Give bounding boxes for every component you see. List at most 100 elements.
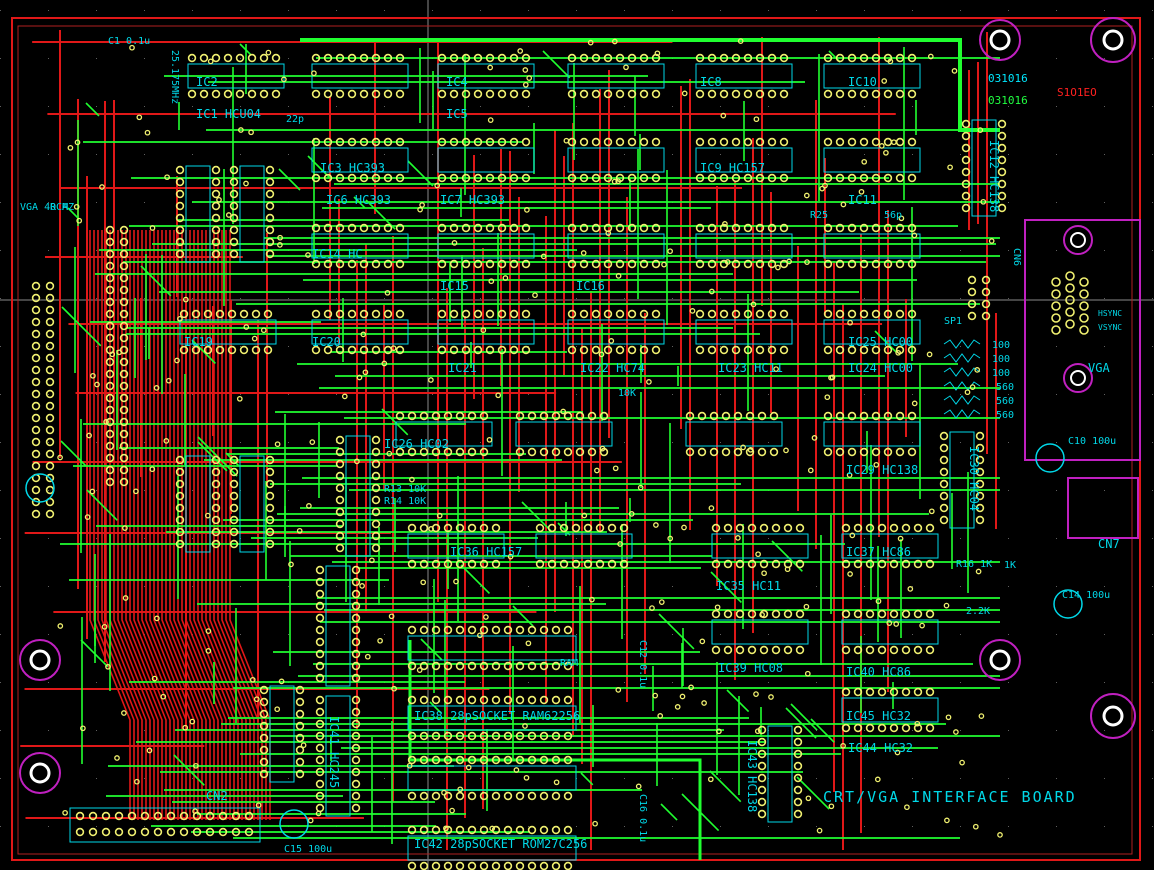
header-pad bbox=[981, 275, 991, 285]
header-pad bbox=[218, 827, 228, 837]
ic-pad bbox=[563, 731, 573, 741]
ic-pad bbox=[871, 89, 881, 99]
vga-mount-hole[interactable] bbox=[1063, 363, 1093, 393]
ic-pad bbox=[315, 743, 325, 753]
c14-body[interactable] bbox=[1053, 589, 1083, 619]
ic-body bbox=[239, 165, 265, 263]
header-pad bbox=[45, 305, 55, 315]
header-pad bbox=[119, 369, 129, 379]
mounting-hole[interactable] bbox=[1090, 17, 1136, 63]
ic-pad bbox=[179, 309, 189, 319]
via bbox=[522, 723, 528, 729]
via bbox=[243, 324, 250, 330]
via bbox=[969, 384, 976, 390]
via bbox=[708, 288, 715, 295]
ic-pad bbox=[479, 523, 489, 533]
ic-pad bbox=[707, 137, 717, 147]
ic-pad bbox=[695, 345, 705, 355]
ic-pad bbox=[747, 645, 757, 655]
header-pad bbox=[105, 453, 115, 463]
grid-dot bbox=[960, 538, 961, 539]
grid-dot bbox=[1152, 490, 1153, 491]
ic-pad bbox=[211, 455, 221, 465]
header-pad bbox=[114, 811, 124, 821]
via bbox=[207, 58, 214, 65]
c-left-body[interactable] bbox=[25, 473, 55, 503]
ic-pad bbox=[449, 89, 459, 99]
ic-pad bbox=[491, 695, 501, 705]
mounting-hole[interactable] bbox=[1090, 693, 1136, 739]
ic-pad bbox=[407, 825, 417, 835]
ic-label: IC9 HC157 bbox=[700, 161, 765, 175]
via bbox=[560, 408, 567, 415]
ic-pad bbox=[371, 471, 381, 481]
ic-pad bbox=[211, 515, 221, 525]
ic-pad bbox=[443, 731, 453, 741]
grid-dot bbox=[720, 634, 721, 635]
mounting-hole[interactable] bbox=[979, 639, 1021, 681]
via bbox=[160, 693, 167, 700]
ic-body bbox=[187, 63, 285, 89]
ic-pad bbox=[251, 345, 261, 355]
ic-pad bbox=[563, 411, 573, 421]
via bbox=[883, 149, 889, 156]
ic-pad bbox=[259, 697, 269, 707]
vga-mount-hole[interactable] bbox=[1063, 225, 1093, 255]
ic-pad bbox=[419, 731, 429, 741]
res-value: 100 bbox=[992, 368, 1010, 379]
header-pad bbox=[192, 827, 202, 837]
grid-dot bbox=[624, 298, 625, 299]
grid-dot bbox=[1056, 682, 1057, 683]
ic-label: IC10 bbox=[848, 75, 877, 89]
ic-pad bbox=[939, 503, 949, 513]
ic-pad bbox=[479, 559, 489, 569]
ic-label: IC36 HC157 bbox=[450, 545, 522, 559]
mounting-hole[interactable] bbox=[979, 19, 1021, 61]
mounting-hole[interactable] bbox=[19, 639, 61, 681]
ic-body bbox=[407, 705, 577, 731]
mounting-hole[interactable] bbox=[19, 752, 61, 794]
grid-dot bbox=[576, 346, 577, 347]
top-trace bbox=[429, 701, 442, 714]
ic-pad bbox=[755, 137, 765, 147]
grid-dot bbox=[432, 634, 433, 635]
ic-pad bbox=[311, 345, 321, 355]
ic-pad bbox=[263, 309, 273, 319]
bus-trace bbox=[185, 230, 227, 820]
ic-pad bbox=[351, 707, 361, 717]
grid-dot bbox=[48, 586, 49, 587]
grid-dot bbox=[1008, 442, 1009, 443]
c10-body[interactable] bbox=[1035, 443, 1065, 473]
ic-pad bbox=[767, 223, 777, 233]
ic-pad bbox=[503, 861, 513, 870]
grid-dot bbox=[576, 10, 577, 11]
header-pad bbox=[105, 237, 115, 247]
grid-dot bbox=[96, 778, 97, 779]
grid-dot bbox=[288, 298, 289, 299]
via bbox=[735, 535, 741, 541]
ic-pad bbox=[371, 223, 381, 233]
ic-pad bbox=[443, 559, 453, 569]
ic-pad bbox=[563, 755, 573, 765]
ic-pad bbox=[639, 173, 649, 183]
ic-pad bbox=[757, 749, 767, 759]
header-pad bbox=[105, 393, 115, 403]
ic-pad bbox=[491, 661, 501, 671]
ic-pad bbox=[407, 411, 417, 421]
grid-dot bbox=[144, 586, 145, 587]
grid-dot bbox=[192, 10, 193, 11]
c15-body[interactable] bbox=[279, 809, 309, 839]
ic-pad bbox=[485, 89, 495, 99]
via bbox=[409, 476, 415, 483]
ic-pad bbox=[467, 559, 477, 569]
header-pad bbox=[179, 827, 189, 837]
ic-pad bbox=[743, 137, 753, 147]
grid-dot bbox=[144, 778, 145, 779]
resistor bbox=[943, 381, 981, 391]
ic-pad bbox=[383, 89, 393, 99]
via bbox=[822, 182, 828, 189]
ic-pad bbox=[871, 137, 881, 147]
ic-pad bbox=[407, 559, 417, 569]
vga-pin bbox=[1065, 307, 1075, 317]
